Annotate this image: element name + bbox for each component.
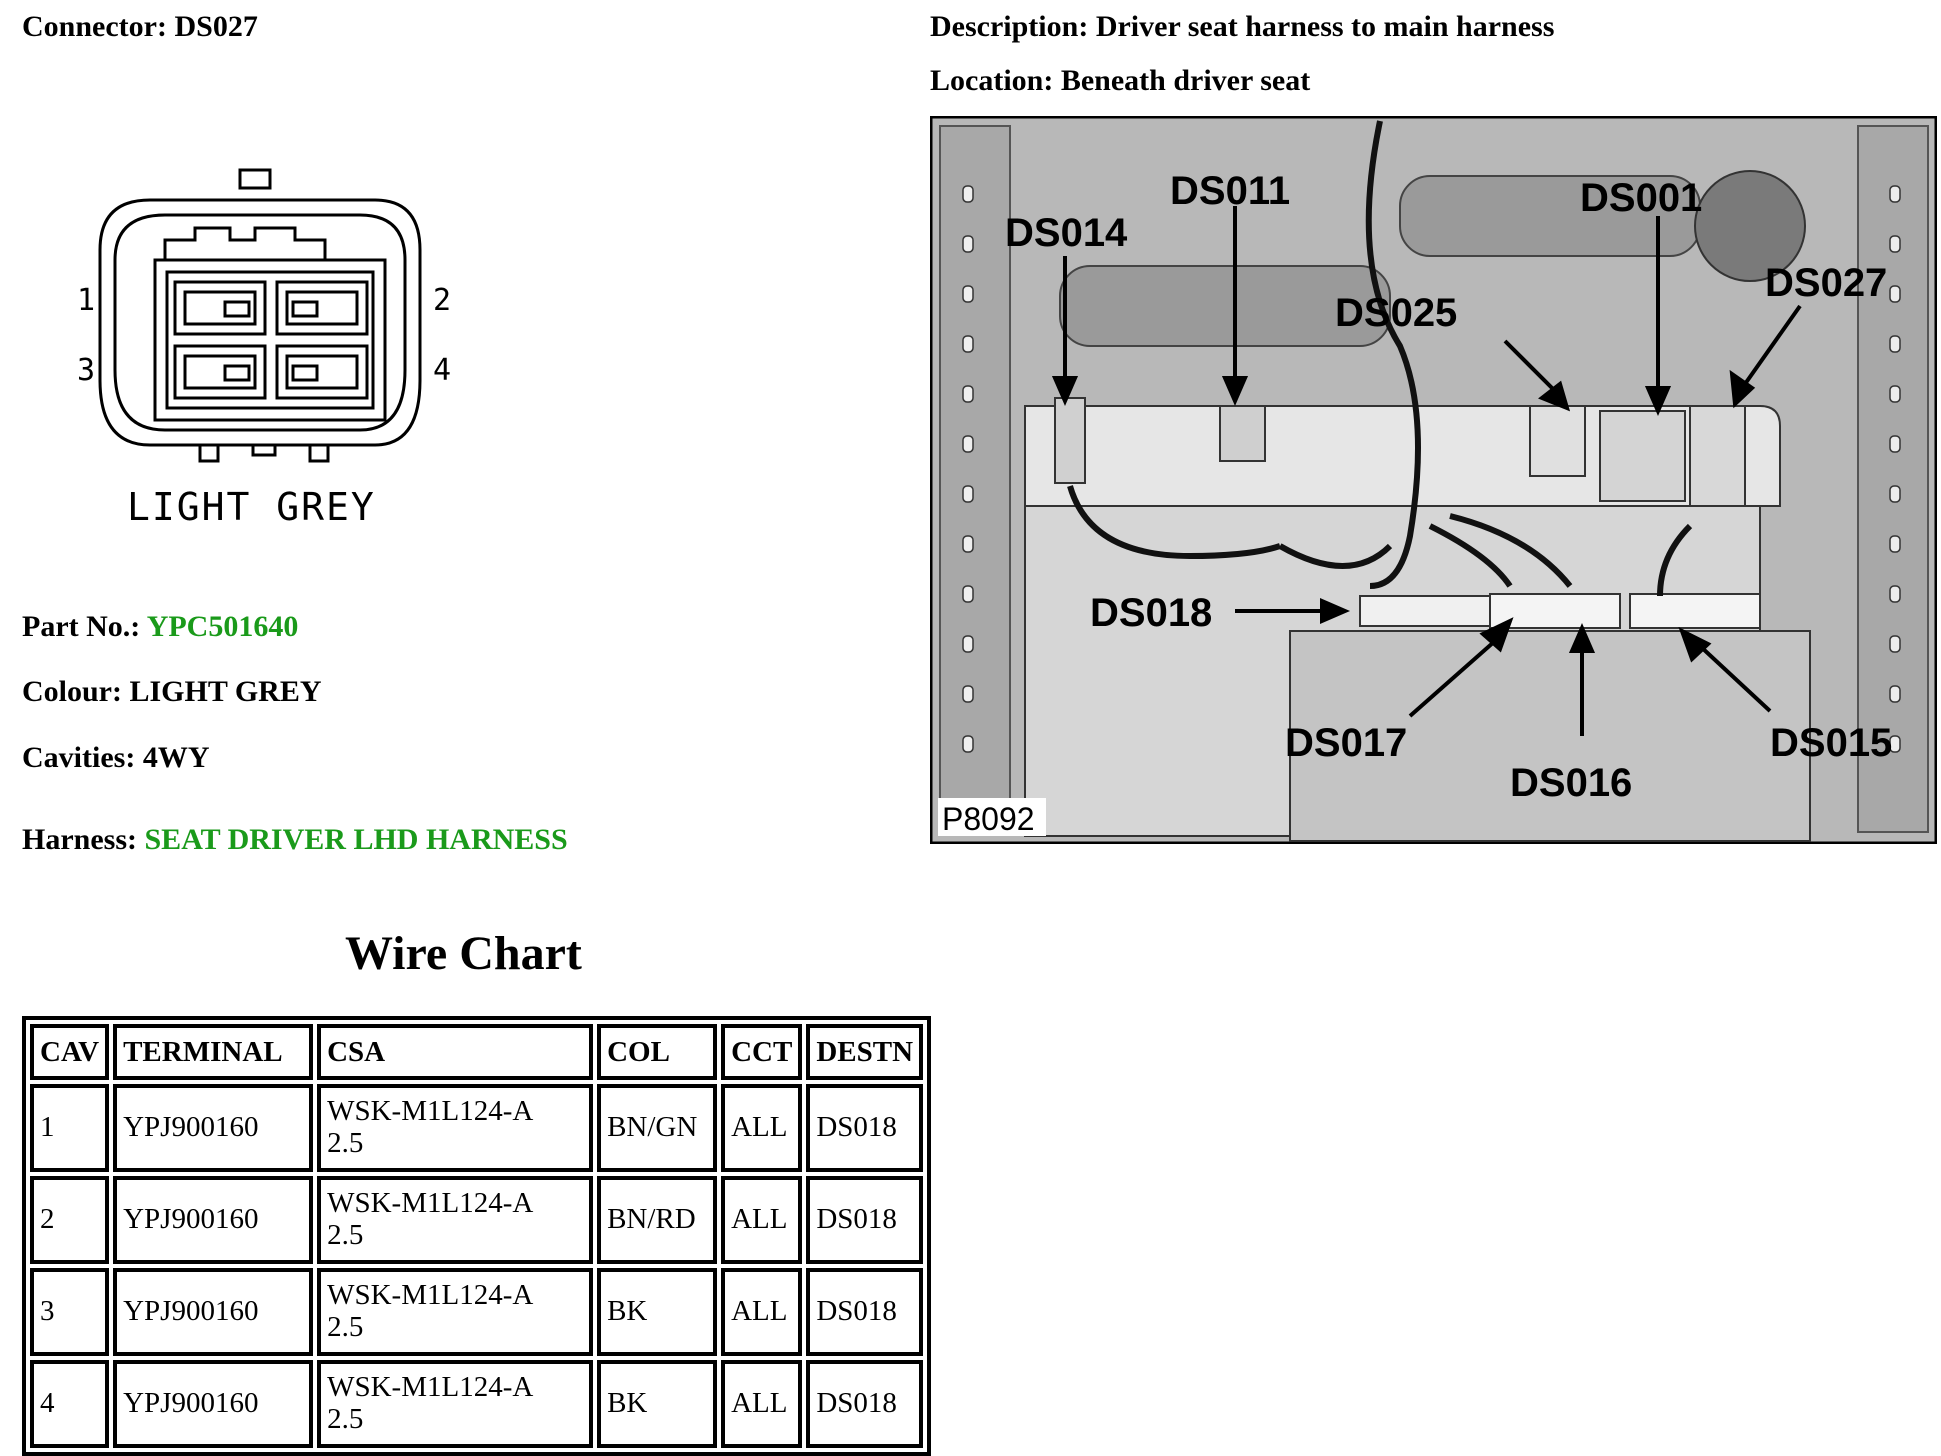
colour-label: Colour: (22, 675, 122, 708)
figure-ref: P8092 (942, 801, 1035, 837)
connector-face-diagram: 1 2 3 4 LIGHT GREY (77, 168, 451, 529)
harness-line: Harness: SEAT DRIVER LHD HARNESS (22, 825, 568, 855)
part-no-line: Part No.: YPC501640 (22, 612, 298, 642)
csa-size: 2.5 (327, 1311, 364, 1343)
callout-ds016: DS016 (1510, 761, 1632, 805)
column-header-cav: CAV (30, 1024, 110, 1080)
cell-cct: ALL (721, 1084, 803, 1172)
cell-terminal: YPJ900160 (113, 1268, 314, 1356)
callout-ds027: DS027 (1765, 261, 1887, 305)
callout-ds014: DS014 (1005, 211, 1128, 255)
cell-col: BN/RD (597, 1176, 718, 1264)
callout-ds011: DS011 (1170, 169, 1290, 213)
cell-csa: WSK-M1L124-A 2.5 (317, 1084, 594, 1172)
pin-3-label: 3 (77, 353, 95, 388)
cavities-label: Cavities: (22, 741, 136, 774)
wire-chart-table: CAV TERMINAL CSA COL CCT DESTN 1 YPJ9001… (22, 1016, 932, 1456)
cell-cav: 1 (30, 1084, 110, 1172)
column-header-cct: CCT (721, 1024, 803, 1080)
cell-csa: WSK-M1L124-A 2.5 (317, 1176, 594, 1264)
csa-size: 2.5 (327, 1403, 364, 1435)
table-row: 3 YPJ900160 WSK-M1L124-A 2.5 BK ALL DS01… (30, 1268, 924, 1356)
cell-destn: DS018 (806, 1360, 924, 1448)
connector-line: Connector: DS027 (22, 12, 258, 42)
cell-destn: DS018 (806, 1176, 924, 1264)
cell-cct: ALL (721, 1360, 803, 1448)
cell-cav: 4 (30, 1360, 110, 1448)
pin-1-label: 1 (77, 283, 95, 318)
harness-label: Harness: (22, 823, 137, 856)
column-header-terminal: TERMINAL (113, 1024, 314, 1080)
csa-spec: WSK-M1L124-A (327, 1095, 534, 1128)
table-row: 2 YPJ900160 WSK-M1L124-A 2.5 BN/RD ALL D… (30, 1176, 924, 1264)
harness-link[interactable]: SEAT DRIVER LHD HARNESS (144, 823, 568, 856)
connector-label: Connector: (22, 10, 167, 43)
table-row: 4 YPJ900160 WSK-M1L124-A 2.5 BK ALL DS01… (30, 1360, 924, 1448)
cell-terminal: YPJ900160 (113, 1360, 314, 1448)
cell-destn: DS018 (806, 1084, 924, 1172)
cell-cct: ALL (721, 1268, 803, 1356)
cell-cav: 2 (30, 1176, 110, 1264)
table-row: 1 YPJ900160 WSK-M1L124-A 2.5 BN/GN ALL D… (30, 1084, 924, 1172)
cell-col: BK (597, 1360, 718, 1448)
cell-terminal: YPJ900160 (113, 1084, 314, 1172)
csa-spec: WSK-M1L124-A (327, 1371, 534, 1404)
callout-ds018: DS018 (1090, 591, 1212, 635)
description-value: Driver seat harness to main harness (1095, 10, 1555, 43)
callout-ds001: DS001 (1580, 176, 1702, 220)
cell-col: BK (597, 1268, 718, 1356)
colour-caption: LIGHT GREY (127, 485, 376, 529)
column-header-destn: DESTN (806, 1024, 924, 1080)
part-no-label: Part No.: (22, 610, 141, 643)
cell-csa: WSK-M1L124-A 2.5 (317, 1360, 594, 1448)
location-line: Location: Beneath driver seat (930, 66, 1310, 96)
cavities-value: 4WY (142, 741, 210, 774)
callout-ds025: DS025 (1335, 291, 1457, 335)
colour-value: LIGHT GREY (129, 675, 322, 708)
cell-col: BN/GN (597, 1084, 718, 1172)
callout-ds015: DS015 (1770, 721, 1892, 765)
rail-holes (962, 185, 1901, 753)
location-label: Location: (930, 64, 1054, 97)
csa-spec: WSK-M1L124-A (327, 1187, 534, 1220)
csa-size: 2.5 (327, 1219, 364, 1251)
pin-4-label: 4 (433, 353, 451, 388)
cavities-line: Cavities: 4WY (22, 743, 209, 773)
table-header-row: CAV TERMINAL CSA COL CCT DESTN (30, 1024, 924, 1080)
connector-value: DS027 (174, 10, 258, 43)
location-value: Beneath driver seat (1060, 64, 1311, 97)
description-label: Description: (930, 10, 1089, 43)
pin-2-label: 2 (433, 283, 451, 318)
wire-chart-title: Wire Chart (345, 927, 582, 980)
part-no-link[interactable]: YPC501640 (146, 610, 299, 643)
description-line: Description: Driver seat harness to main… (930, 12, 1554, 42)
cell-cav: 3 (30, 1268, 110, 1356)
csa-size: 2.5 (327, 1127, 364, 1159)
callout-ds017: DS017 (1285, 721, 1407, 765)
cell-csa: WSK-M1L124-A 2.5 (317, 1268, 594, 1356)
cell-cct: ALL (721, 1176, 803, 1264)
column-header-col: COL (597, 1024, 718, 1080)
colour-line: Colour: LIGHT GREY (22, 677, 322, 707)
column-header-csa: CSA (317, 1024, 594, 1080)
location-photo: DS011 DS001 DS014 DS025 DS027 DS018 DS01… (930, 116, 1937, 844)
csa-spec: WSK-M1L124-A (327, 1279, 534, 1312)
cell-terminal: YPJ900160 (113, 1176, 314, 1264)
cell-destn: DS018 (806, 1268, 924, 1356)
